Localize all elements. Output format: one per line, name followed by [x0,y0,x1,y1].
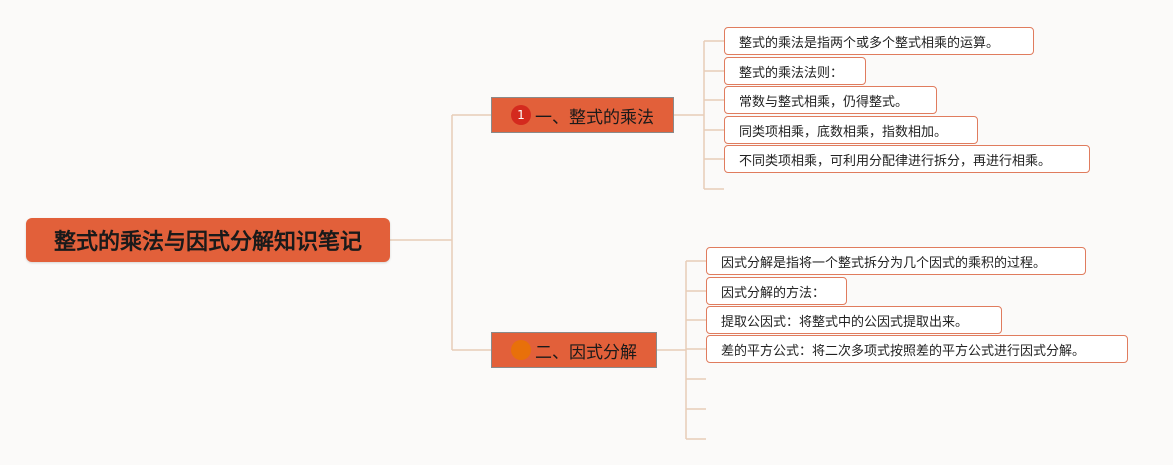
leaf-constant-times-polynomial[interactable]: 常数与整式相乘，仍得整式。 [724,86,937,114]
leaf-difference-of-squares[interactable]: 差的平方公式：将二次多项式按照差的平方公式进行因式分解。 [706,335,1128,363]
orange-dot-icon [511,340,531,360]
branch-title: 二、因式分解 [535,342,637,363]
leaf-common-factor[interactable]: 提取公因式：将整式中的公因式提取出来。 [706,306,1002,334]
leaf-unlike-terms[interactable]: 不同类项相乘，可利用分配律进行拆分，再进行相乘。 [724,145,1090,173]
branch-node-factorization[interactable]: 二、因式分解 [491,332,657,368]
leaf-like-terms[interactable]: 同类项相乘，底数相乘，指数相加。 [724,116,978,144]
branch-title: 一、整式的乘法 [535,107,654,128]
leaf-multiplication-rules[interactable]: 整式的乘法法则： [724,57,866,85]
leaf-factorization-methods[interactable]: 因式分解的方法： [706,277,847,305]
branch-node-multiplication[interactable]: 1 一、整式的乘法 [491,97,674,133]
root-node[interactable]: 整式的乘法与因式分解知识笔记 [26,218,390,262]
leaf-definition-multiplication[interactable]: 整式的乘法是指两个或多个整式相乘的运算。 [724,27,1034,55]
leaf-definition-factorization[interactable]: 因式分解是指将一个整式拆分为几个因式的乘积的过程。 [706,247,1086,275]
priority-1-icon: 1 [511,105,531,125]
root-title: 整式的乘法与因式分解知识笔记 [53,230,362,255]
